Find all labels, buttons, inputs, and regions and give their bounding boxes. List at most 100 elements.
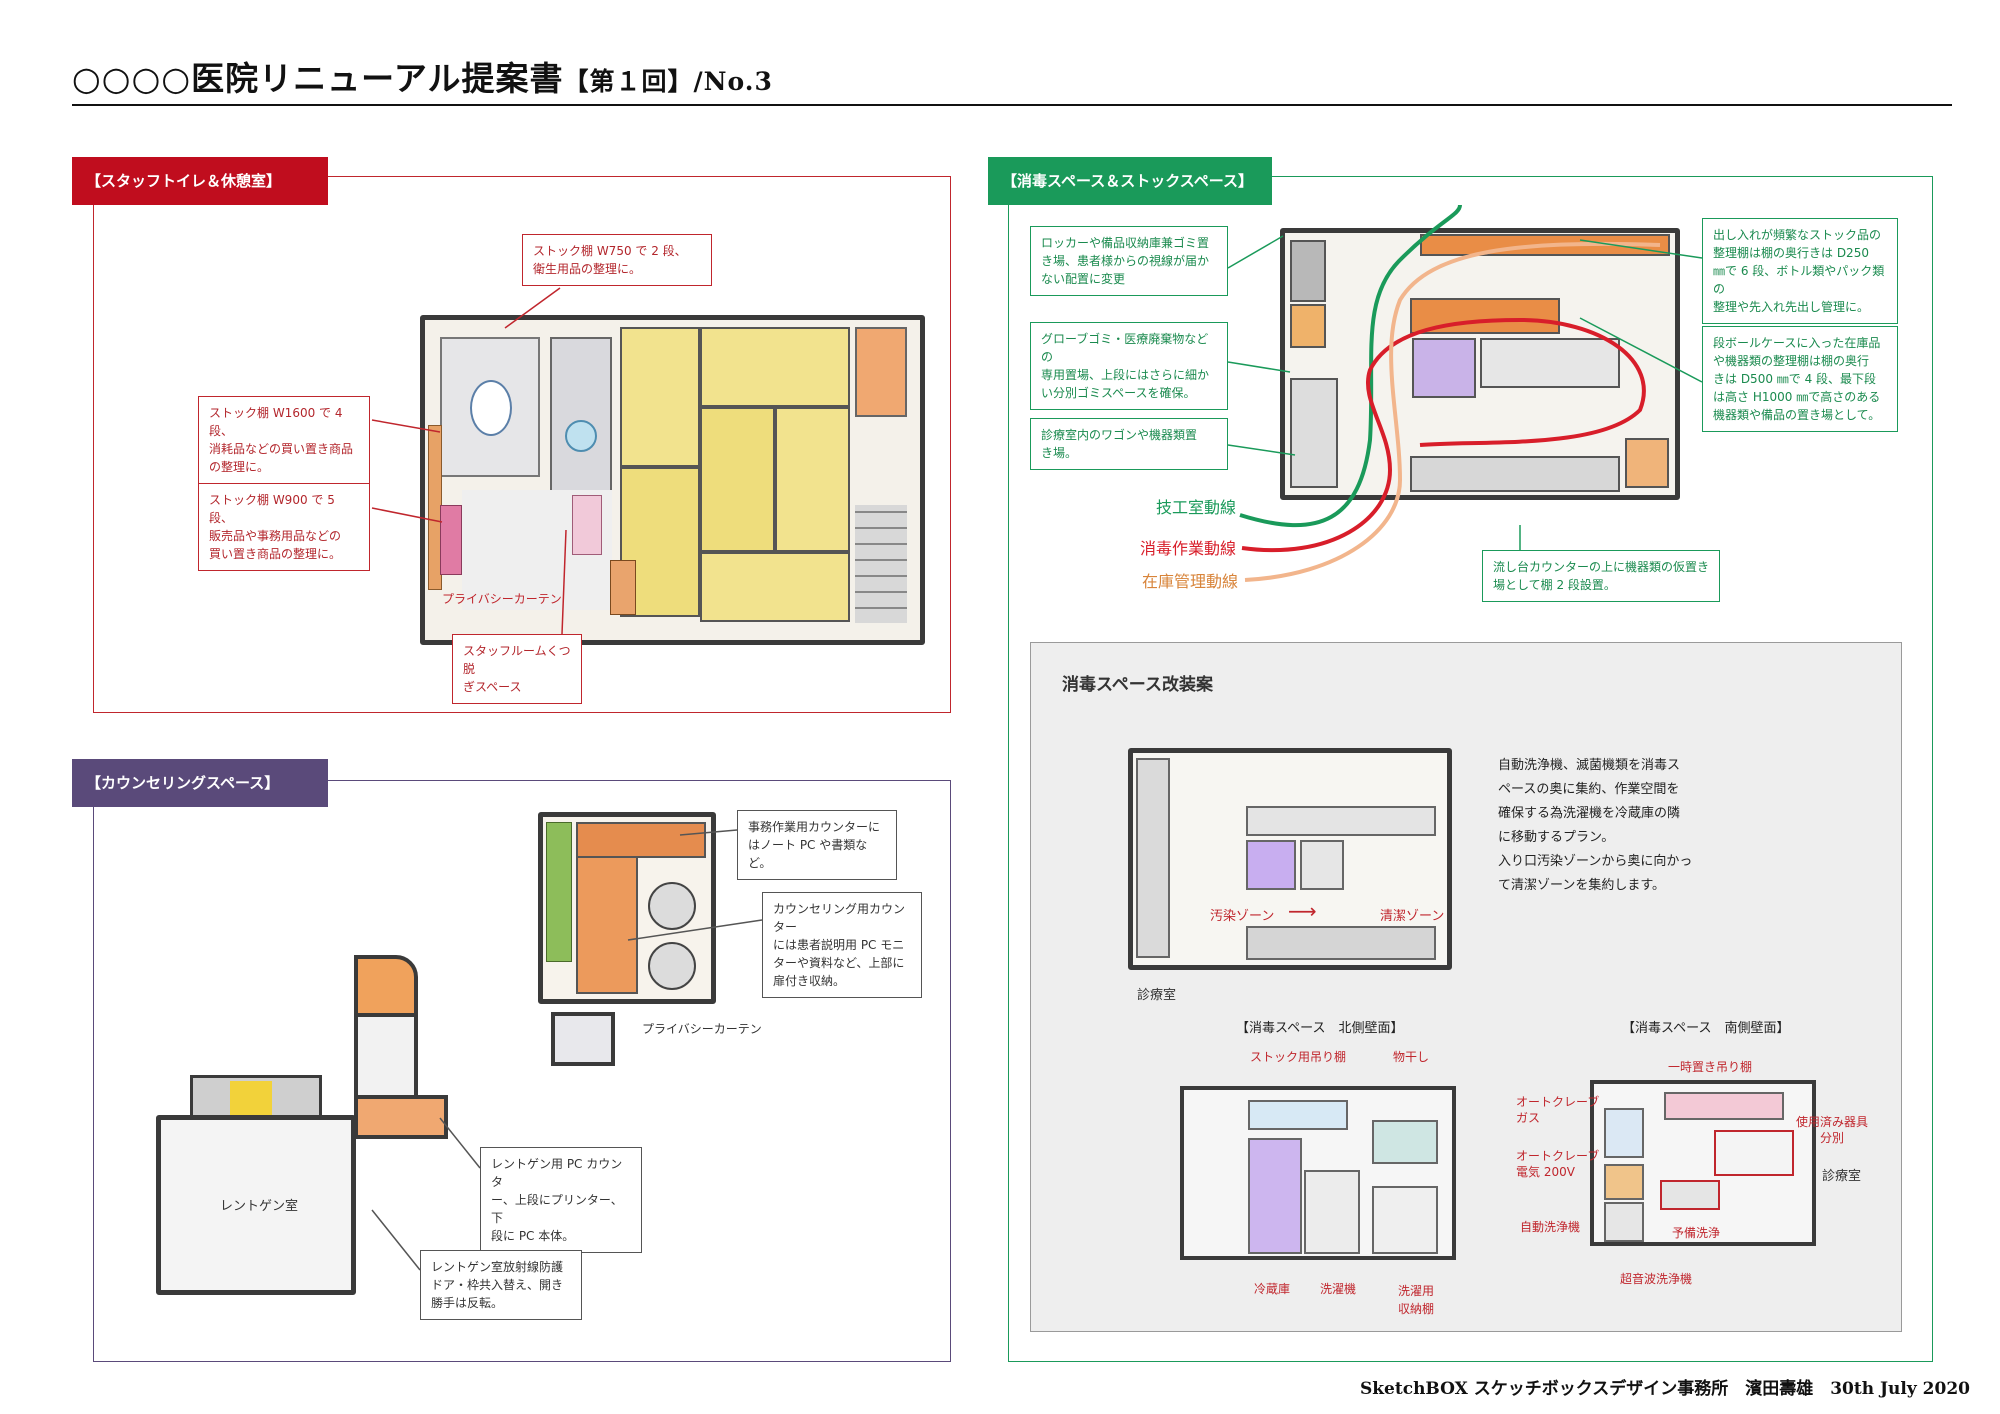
south-label-auto-washer: 自動洗浄機 [1520,1220,1581,1234]
disinfection-callout-left-1: ロッカーや備品収納庫兼ゴミ置 き場、患者様からの視線が届か ない配置に変更 [1030,226,1228,296]
xray-room-label: レントゲン室 [220,1199,299,1214]
title-main: ○○○○医院リニューアル提案書 [72,59,564,98]
south-sorting-area [1714,1130,1794,1176]
route-label-disinfection: 消毒作業動線 [1140,539,1237,558]
renovation-washer [1300,840,1344,890]
north-wall-elevation [1180,1086,1456,1260]
disinfection-callout-bottom: 流し台カウンターの上に機器類の仮置き 場として棚 2 段設置。 [1482,550,1720,602]
xray-room-outline [156,1115,356,1295]
disinfection-wagon-area [1290,378,1338,488]
title-round: 【第１回】 [563,67,694,96]
staff-pointer-4 [561,529,567,635]
counseling-shelf [546,822,572,962]
north-label-fridge: 冷蔵庫 [1254,1282,1291,1296]
route-line-green [1239,204,1462,528]
route-label-dental-lab: 技工室動線 [1156,498,1237,517]
staff-floor-plan [420,315,925,645]
counseling-callout-3: レントゲン用 PC カウンタ ー、上段にプリンター、下 段に PC 本体。 [480,1147,642,1253]
pointer-3 [1227,444,1296,456]
staff-shelf-pink [440,505,462,575]
south-label-ultrasonic: 超音波洗浄機 [1620,1272,1693,1286]
counseling-panel [93,780,951,1362]
disinfection-trash [1290,304,1326,348]
route-line-red [1241,317,1646,553]
staff-sink-area [550,337,612,492]
counseling-callout-4: レントゲン室放射線防護 ドア・枠共入替え、開き 勝手は反転。 [420,1250,582,1320]
renovation-floor-plan: 汚染ゾーン ⟶ 清潔ゾーン [1128,748,1452,970]
route-label-inventory: 在庫管理動線 [1142,572,1239,591]
staff-sink-icon [565,420,597,452]
staff-pointer-3 [371,507,443,523]
counseling-chair-2 [648,942,696,990]
disinfection-floor-plan [1280,228,1680,500]
disinfection-cabinet [1625,438,1669,488]
staff-panel [93,176,951,713]
north-fridge [1248,1138,1302,1254]
north-label-drying: 物干し [1393,1050,1430,1064]
pointer-2 [1227,361,1291,373]
south-label-hanging-shelf: 一時置き吊り棚 [1668,1060,1753,1074]
disinfection-callout-left-2: グローブゴミ・医療廃棄物などの 専用置場、上段にはさらに細か い分別ゴミスペース… [1030,322,1228,410]
staff-tatami-1 [620,327,700,467]
renovation-fridge [1246,840,1296,890]
disinfection-callout-right-2: 段ボールケースに入った在庫品 や機器類の整理棚は棚の奥行 きは D500 ㎜で … [1702,326,1898,432]
footer-credit: SketchBOX スケッチボックスデザイン事務所 濱田壽雄 30th July… [1360,1379,1970,1399]
south-wall-title: 【消毒スペース 南側壁面】 [1622,1021,1790,1036]
staff-tatami-2 [700,327,850,407]
staff-callout-1: ストック棚 W750 で 2 段、 衛生用品の整理に。 [522,234,712,286]
counseling-callout-1: 事務作業用カウンターに はノート PC や書類など。 [737,810,897,880]
staff-stair [855,505,907,623]
staff-tatami-3 [700,407,775,552]
staff-tatami-4 [775,407,850,552]
staff-callout-2: ストック棚 W1600 で 4 段、 消耗品などの買い置き商品 の整理に。 [198,396,370,484]
title-number: /No.3 [693,67,773,96]
pointer-5 [1579,317,1703,383]
staff-closet [610,560,636,615]
north-drying-rack [1372,1120,1438,1164]
renovation-locker [1136,758,1170,958]
south-label-exam-room: 診療室 [1822,1169,1862,1184]
staff-pointer-2 [371,419,441,433]
pointer-1 [1227,235,1284,269]
staff-callout-4: スタッフルームくつ脱 ぎスペース [452,634,582,704]
staff-curtain-label: プライバシーカーテン [442,592,562,606]
staff-shoes [572,495,602,555]
south-wall-elevation [1590,1080,1816,1246]
counseling-curtain-label: プライバシーカーテン [642,1022,762,1036]
south-sink [1660,1180,1720,1210]
staff-tatami-6 [700,552,850,622]
counseling-pointer-1 [679,829,738,836]
north-label-washer: 洗濯機 [1320,1282,1357,1296]
south-label-sorting: 使用済み器具 分別 [1796,1115,1869,1145]
counseling-pointer-4 [371,1209,421,1271]
south-autoclave-electric [1604,1164,1644,1200]
south-auto-washer [1604,1202,1644,1242]
counseling-tab: 【カウンセリングスペース】 [72,759,328,807]
counseling-office-counter [576,822,706,858]
disinfection-tab: 【消毒スペース＆ストックスペース】 [988,157,1272,205]
xray-pc-counter [354,1095,448,1139]
counseling-pointer-2 [627,919,763,941]
south-label-prewash: 予備洗浄 [1672,1226,1721,1240]
disinfection-callout-right-1: 出し入れが頻繁なストック品の 整理棚は棚の奥行きは D250 ㎜で 6 段、ボト… [1702,218,1898,324]
renovation-counter-top [1246,806,1436,836]
renovation-zone-dirty: 汚染ゾーン [1210,909,1275,924]
north-stock-shelf [1248,1100,1348,1130]
title-rule [72,104,1952,106]
disinfection-fridge [1412,338,1476,398]
renovation-title: 消毒スペース改装案 [1062,675,1213,695]
staff-pointer-1 [504,287,561,329]
counseling-pointer-3 [439,1117,481,1169]
xray-top-cabinet [354,955,418,1017]
staff-callout-3: ストック棚 W900 で 5 段、 販売品や事務用品などの 買い置き商品の整理に… [198,483,370,571]
counseling-callout-2: カウンセリング用カウンター には患者説明用 PC モニ ターや資料など、上部に … [762,892,922,998]
route-line-orange [1244,241,1661,582]
south-hanging-shelf [1664,1092,1784,1120]
disinfection-callout-left-3: 診療室内のワゴンや機器類置 き場。 [1030,418,1228,470]
xray-equipment-yellow [230,1081,272,1115]
north-wall-title: 【消毒スペース 北側壁面】 [1236,1021,1404,1036]
renovation-description: 自動洗浄機、滅菌機類を消毒ス ペースの奥に集約、作業空間を 確保する為洗濯機を冷… [1498,758,1693,893]
renovation-zone-clean: 清潔ゾーン [1380,909,1445,924]
north-laundry-shelf [1372,1186,1438,1254]
north-washer [1304,1170,1360,1254]
